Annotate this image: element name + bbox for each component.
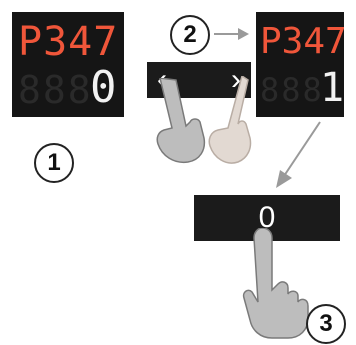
value-digits-unlit: 888	[260, 71, 324, 109]
hand-pressing-right-icon	[208, 76, 252, 164]
display-panel-right: P347 888 1	[256, 12, 347, 117]
value-current-digit: 0	[90, 62, 117, 113]
arrow-right-icon	[214, 28, 249, 40]
parameter-code: P347	[260, 21, 347, 62]
step-2-number: 2	[183, 21, 197, 48]
step-2-badge: 2	[170, 15, 210, 55]
value-current-digit: 1	[320, 65, 345, 111]
right-arrow-button[interactable]: ›	[231, 63, 241, 96]
step-1-number: 1	[47, 149, 61, 176]
parameter-code: P347	[18, 19, 119, 65]
step-3-number: 3	[319, 310, 333, 337]
hand-pressing-confirm-icon	[242, 228, 309, 339]
display-panel-left: P347 888 0	[12, 12, 124, 117]
confirm-value: 0	[258, 201, 276, 234]
step-1-badge: 1	[34, 143, 74, 183]
arrow-down-left-icon	[276, 121, 321, 188]
step-3-badge: 3	[306, 304, 346, 344]
value-digits-unlit: 888	[18, 68, 93, 112]
hand-pressing-left-icon	[156, 78, 206, 164]
